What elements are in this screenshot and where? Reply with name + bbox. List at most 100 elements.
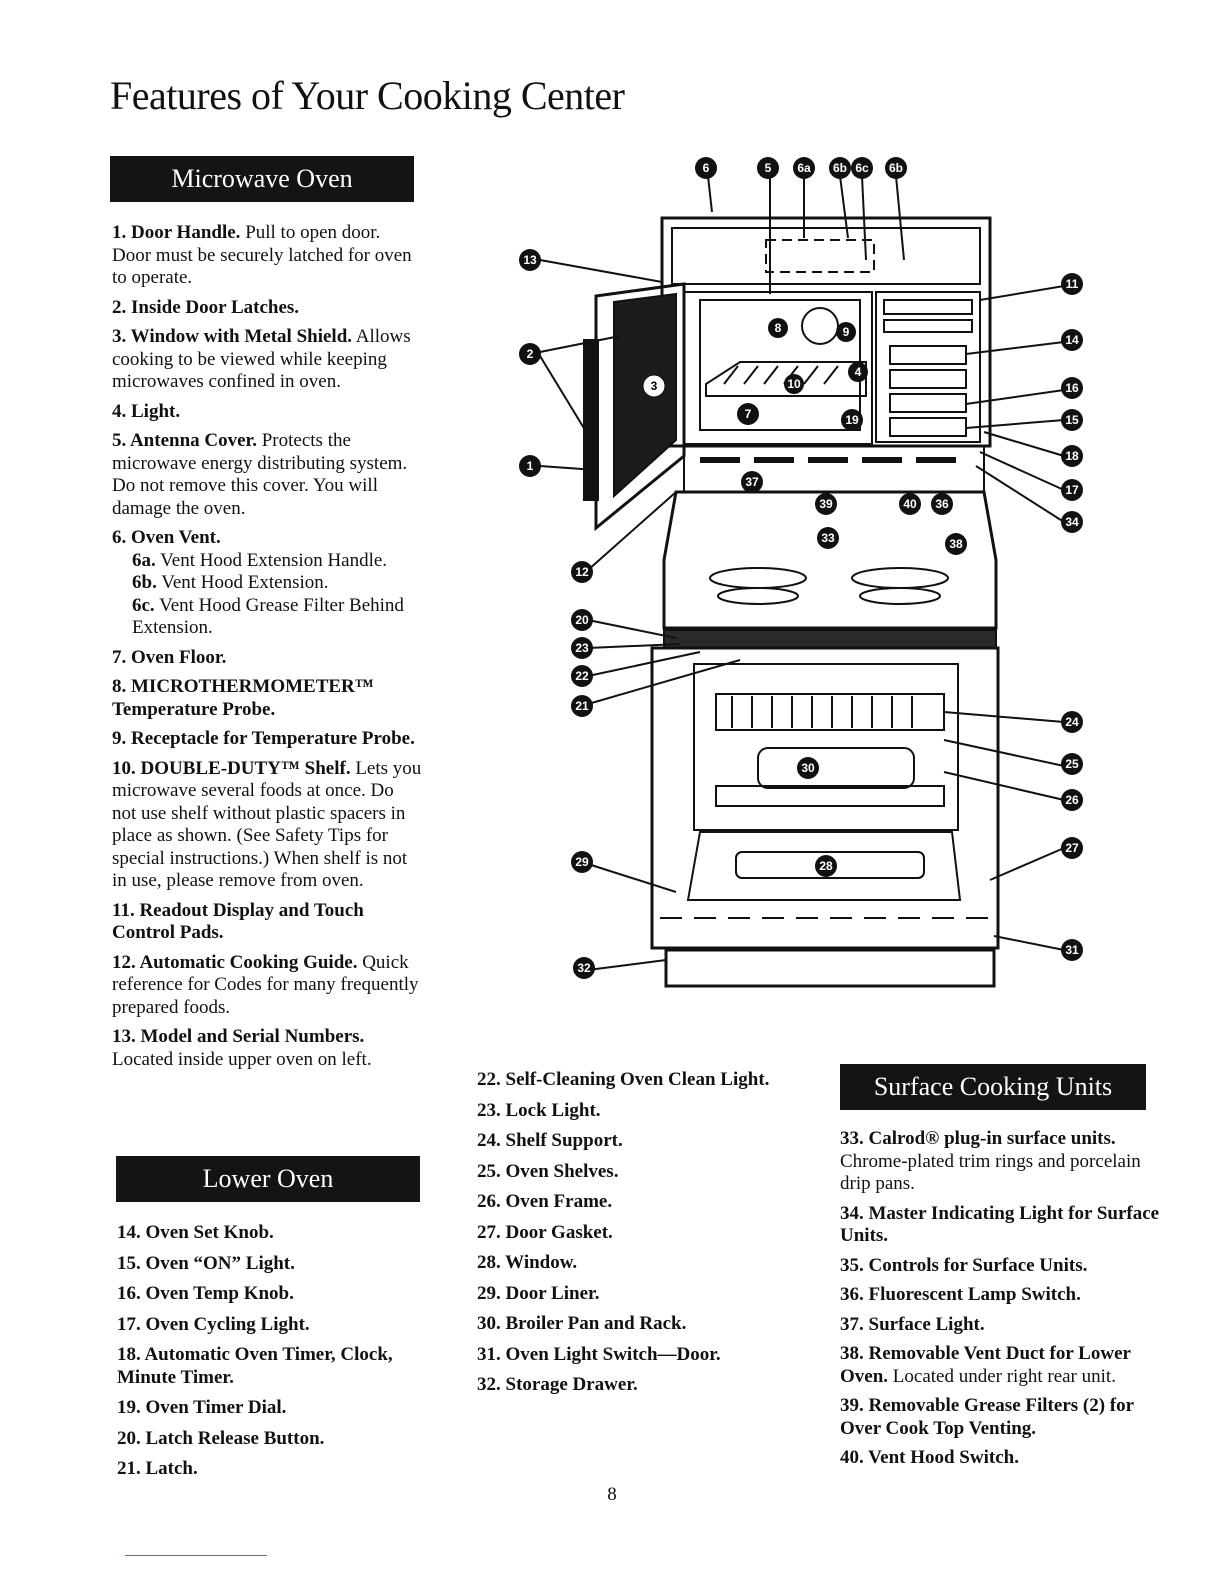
- feature-item: 40. Vent Hood Switch.: [840, 1447, 1019, 1468]
- surface-unit: [717, 587, 799, 605]
- svg-text:23: 23: [575, 641, 589, 655]
- feature-subitem: 6a. Vent Hood Extension Handle.: [132, 549, 388, 571]
- feature-item: 22. Self-Cleaning Oven Clean Light.: [477, 1069, 770, 1090]
- callout: 4: [848, 362, 868, 382]
- readout-display: [883, 299, 973, 315]
- feature-item: 20. Latch Release Button.: [117, 1427, 325, 1449]
- callout: 34: [1061, 511, 1083, 533]
- callout: 10: [784, 374, 804, 394]
- feature-item: 31. Oven Light Switch—Door.: [477, 1343, 721, 1365]
- feature-item: 36. Fluorescent Lamp Switch.: [840, 1284, 1081, 1305]
- callout: 19: [841, 409, 863, 431]
- callout: 6c: [851, 157, 873, 179]
- callout: 22: [571, 665, 593, 687]
- feature-item: 25. Oven Shelves.: [477, 1160, 619, 1182]
- callout: 32: [573, 957, 595, 979]
- svg-text:27: 27: [1065, 841, 1079, 855]
- feature-item: 13. Model and Serial Numbers. Located in…: [112, 1026, 372, 1070]
- page-title: Features of Your Cooking Center: [110, 73, 625, 118]
- callout: 6b: [885, 157, 907, 179]
- door-window: [613, 292, 677, 499]
- callout: 26: [1061, 789, 1083, 811]
- svg-text:9: 9: [843, 325, 850, 339]
- callout: 29: [571, 851, 593, 873]
- feature-item: 17. Oven Cycling Light.: [117, 1313, 310, 1335]
- svg-text:22: 22: [575, 669, 589, 683]
- callout: 14: [1061, 329, 1083, 351]
- callout: 21: [571, 695, 593, 717]
- svg-text:26: 26: [1065, 793, 1079, 807]
- svg-text:6a: 6a: [797, 161, 811, 175]
- feature-item: 33. Calrod® plug-in surface units.Chrome…: [840, 1128, 1141, 1194]
- feature-item: 2. Inside Door Latches.: [112, 296, 300, 318]
- lower-oven-header: Lower Oven: [116, 1156, 420, 1202]
- svg-text:3: 3: [651, 379, 658, 393]
- callout: 18: [1061, 445, 1083, 467]
- svg-text:2: 2: [527, 347, 534, 361]
- svg-text:37: 37: [745, 475, 759, 489]
- svg-text:4: 4: [855, 365, 862, 379]
- microwave-oven-header: Microwave Oven: [110, 156, 414, 202]
- svg-text:14: 14: [1065, 333, 1079, 347]
- callout: 36: [931, 493, 953, 515]
- callout: 15: [1061, 409, 1083, 431]
- feature-item: 26. Oven Frame.: [477, 1191, 613, 1212]
- feature-item: 37. Surface Light.: [840, 1313, 985, 1335]
- feature-item: 18. Automatic Oven Timer, Clock, Minute …: [117, 1344, 393, 1388]
- double-duty-shelf: [705, 361, 867, 397]
- svg-text:36: 36: [935, 497, 949, 511]
- callout: 27: [1061, 837, 1083, 859]
- range-features-list: 22. Self-Cleaning Oven Clean Light. 23. …: [477, 1069, 777, 1405]
- svg-text:7: 7: [745, 407, 752, 421]
- feature-item: 4. Light.: [112, 400, 181, 422]
- callout: 6a: [793, 157, 815, 179]
- feature-item: 34. Master Indicating Light for Surface …: [840, 1202, 1160, 1247]
- svg-text:15: 15: [1065, 413, 1079, 427]
- feature-item: 35. Controls for Surface Units.: [840, 1254, 1088, 1276]
- surface-unit: [859, 587, 941, 605]
- svg-text:6b: 6b: [889, 161, 903, 175]
- svg-text:28: 28: [819, 859, 833, 873]
- callout: 24: [1061, 711, 1083, 733]
- feature-item: 1. Door Handle. Pull to open door. Door …: [112, 222, 412, 288]
- callout: 28: [815, 855, 837, 877]
- callout: 20: [571, 609, 593, 631]
- temperature-probe: [801, 307, 839, 345]
- feature-item: 11. Readout Display and Touch Control Pa…: [112, 899, 364, 944]
- svg-text:17: 17: [1065, 483, 1079, 497]
- svg-text:40: 40: [903, 497, 917, 511]
- lower-oven-frame: [650, 646, 1000, 950]
- surface-unit: [709, 567, 807, 589]
- oven-door-window: [735, 851, 925, 879]
- svg-text:6: 6: [703, 161, 710, 175]
- feature-item: 21. Latch.: [117, 1458, 198, 1479]
- callout: 25: [1061, 753, 1083, 775]
- svg-text:38: 38: [949, 537, 963, 551]
- svg-text:1: 1: [527, 459, 534, 473]
- footer-rule: [125, 1555, 267, 1556]
- feature-item: 16. Oven Temp Knob.: [117, 1283, 294, 1304]
- svg-text:30: 30: [801, 761, 815, 775]
- svg-text:24: 24: [1065, 715, 1079, 729]
- callout: 3: [642, 374, 666, 398]
- callout: 1: [519, 455, 541, 477]
- svg-text:8: 8: [775, 321, 782, 335]
- callout: 16: [1061, 377, 1083, 399]
- surface-units-list: 33. Calrod® plug-in surface units.Chrome…: [840, 1128, 1160, 1477]
- svg-text:12: 12: [575, 565, 589, 579]
- callout: 12: [571, 561, 593, 583]
- lower-oven-door: [686, 831, 962, 901]
- feature-item: 3. Window with Metal Shield. Allows cook…: [112, 326, 411, 392]
- callout: 40: [899, 493, 921, 515]
- svg-text:21: 21: [575, 699, 589, 713]
- feature-subitem: 6b. Vent Hood Extension.: [132, 572, 329, 593]
- svg-text:29: 29: [575, 855, 589, 869]
- svg-text:25: 25: [1065, 757, 1079, 771]
- svg-text:16: 16: [1065, 381, 1079, 395]
- feature-item: 24. Shelf Support.: [477, 1130, 623, 1151]
- callout: 37: [741, 471, 763, 493]
- feature-item: 6. Oven Vent.: [112, 527, 221, 548]
- door-handle: [583, 339, 599, 501]
- svg-text:32: 32: [577, 961, 591, 975]
- feature-item: 10. DOUBLE-DUTY™ Shelf. Lets you microwa…: [112, 757, 422, 892]
